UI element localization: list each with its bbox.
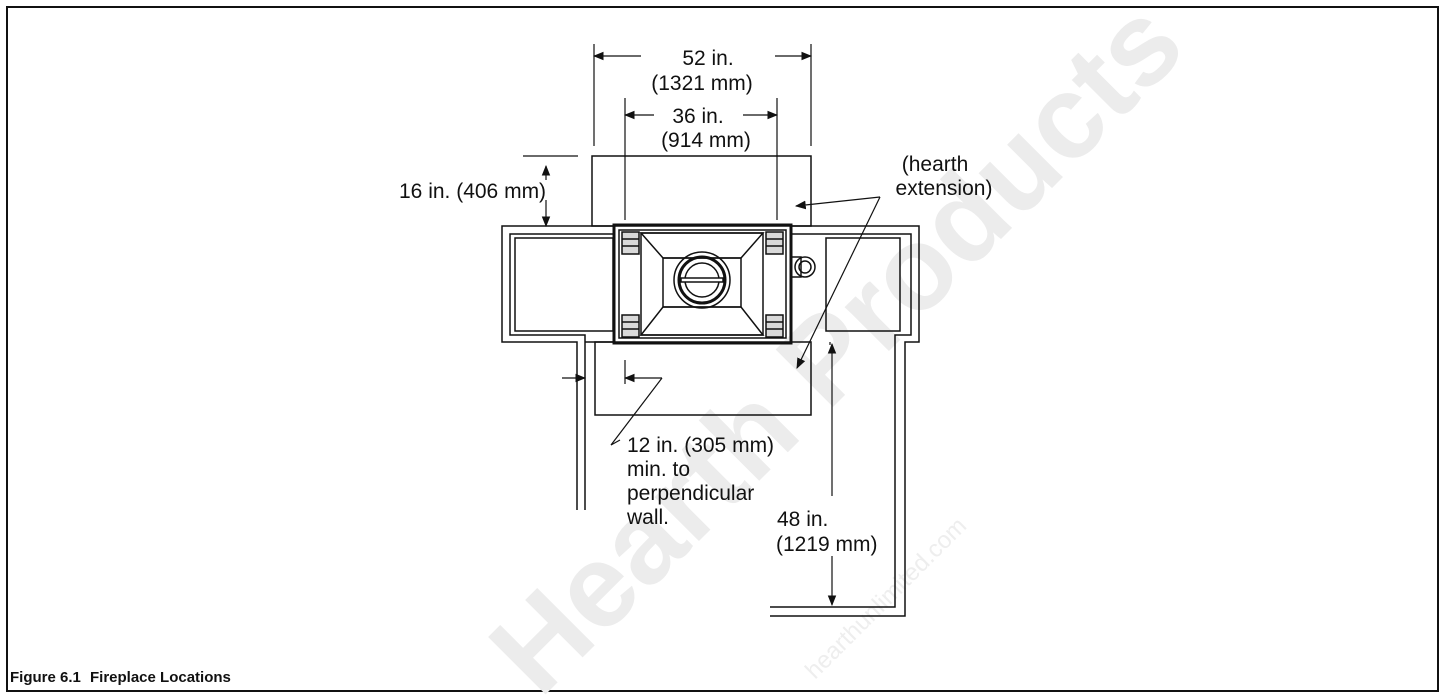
figure-title: Fireplace Locations [90,669,231,686]
hearth-label-line2: extension) [896,177,993,200]
right-chase-rect [825,237,901,332]
dim-36-mm-label: (914 mm) [661,129,751,152]
figure-caption: Figure 6.1 Fireplace Locations [10,669,231,686]
side-pipe [790,256,816,278]
dim-52-mm-label: (1321 mm) [651,72,753,95]
figure-number: Figure 6.1 [10,669,81,686]
wall-outline [501,225,920,617]
dimension-arrows [541,51,837,607]
dim-12-label-line3: perpendicular [627,482,754,505]
dim-12-label-line1: 12 in. (305 mm) [627,434,774,457]
dim-36-in-label: 36 in. [672,105,723,128]
dim-48-in-label: 48 in. [777,508,828,531]
dim-52-in-label: 52 in. [682,47,733,70]
dim-12-label-line4: wall. [626,506,669,529]
dim-16-label: 16 in. (406 mm) [399,180,546,203]
dim-48-mm-label: (1219 mm) [776,533,878,556]
left-chase-rect [514,237,614,332]
dimension-labels: 52 in. (1321 mm) 36 in. (914 mm) 16 in. … [399,47,992,556]
hearth-label-line1: (hearth [902,153,969,176]
hearth-leader-lines [794,196,881,369]
fireplace-unit [612,223,793,345]
dim-12-label-line2: min. to [627,458,690,481]
